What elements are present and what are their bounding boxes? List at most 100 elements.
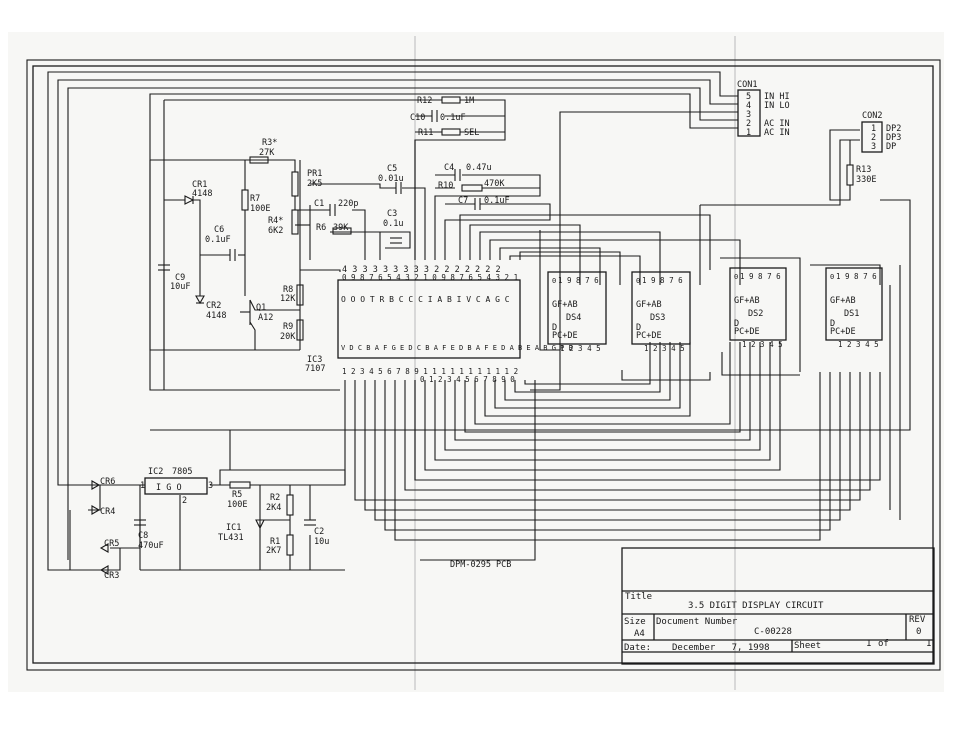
cr5-ref: CR5 <box>104 539 119 549</box>
resistor-r2-symbol <box>286 494 294 516</box>
con1-label: IN LO <box>764 101 790 111</box>
ds1-seg2: PC+DE <box>830 327 856 337</box>
q1-ref: Q1 <box>256 303 266 313</box>
diode-cr1-symbol <box>184 195 195 205</box>
c10-ref: C10 <box>410 113 425 123</box>
resistor-r9-symbol <box>296 319 304 341</box>
r13-value: 330E <box>856 175 876 185</box>
ds1-pin0: 0 <box>830 273 834 281</box>
ic2-pin-in: 1 <box>140 481 145 491</box>
con1-label: AC IN <box>764 128 790 138</box>
c3-ref: C3 <box>387 209 397 219</box>
display-ds4: 0 1 9 8 7 6 GF+AB DS4 D PC+DE 1 2 3 4 5 <box>552 276 601 353</box>
zener-ic1-symbol <box>255 519 265 530</box>
con2-body <box>861 121 883 153</box>
diode-cr4-symbol <box>91 505 101 515</box>
r1-value: 2K7 <box>266 546 281 556</box>
r8-ref: R8 <box>283 285 293 295</box>
display-ds3-body <box>631 271 691 345</box>
ds3-ref: DS3 <box>650 313 665 323</box>
sheet-number: 1 <box>866 639 871 649</box>
drawing-title: 3.5 DIGIT DISPLAY CIRCUIT <box>688 601 824 611</box>
ds4-dp: D <box>552 323 557 333</box>
diode-cr2-symbol <box>195 295 205 305</box>
ic3-bottom-pin-numbers-row2: 0 1 2 3 4 5 6 7 8 9 0 <box>420 375 515 384</box>
c6-ref: C6 <box>214 225 224 235</box>
resistor-r3-symbol <box>249 156 269 164</box>
resistor-r4-symbol <box>291 209 299 235</box>
resistor-r11-symbol <box>441 128 461 136</box>
r5-value: 100E <box>227 500 247 510</box>
ds2-dp: D <box>734 319 739 329</box>
sheet-of-label: of <box>878 639 889 649</box>
c7-value: 0.1uF <box>484 196 510 206</box>
c1-value: 220p <box>338 199 358 209</box>
con2-ref: CON2 <box>862 111 882 121</box>
ds2-top-pins: 1 9 8 7 6 <box>740 272 781 281</box>
con1-pin: 4 <box>746 101 751 111</box>
con1-pin: 2 <box>746 119 751 129</box>
r11-value: SEL <box>464 128 479 138</box>
text-labels: CON1 5 4 3 2 1 IN HI IN LO AC IN AC IN C… <box>100 80 931 653</box>
ds1-dp: D <box>830 319 835 329</box>
con1-ref: CON1 <box>737 80 757 90</box>
date-value: December 7, 1998 <box>672 643 770 653</box>
sheet-label: Sheet <box>794 641 821 651</box>
con1-pin: 3 <box>746 110 751 120</box>
r6-ref: R6 <box>316 223 326 233</box>
cr1-value: 4148 <box>192 189 212 199</box>
resistor-r6-symbol <box>332 227 352 235</box>
r9-ref: R9 <box>283 322 293 332</box>
con2-pin: 3 <box>871 142 876 152</box>
r13-ref: R13 <box>856 165 871 175</box>
r1-ref: R1 <box>270 537 280 547</box>
c6-value: 0.1uF <box>205 235 231 245</box>
date-label: Date: <box>624 643 651 653</box>
con2-label: DP2 <box>886 124 901 134</box>
r9-value: 20K <box>280 332 296 342</box>
ic2-pin-out: 3 <box>208 481 213 491</box>
ds1-top-pins: 1 9 8 7 6 <box>836 272 877 281</box>
resistor-r8-symbol <box>296 284 304 306</box>
drawing-border <box>32 65 934 664</box>
title-label: Title <box>625 592 652 602</box>
pcb-label: DPM-0295 PCB <box>450 560 511 570</box>
component-symbols <box>91 89 935 665</box>
ds2-bottom-pins: 1 2 3 4 5 <box>742 340 783 349</box>
pr1-ref: PR1 <box>307 169 322 179</box>
ds3-dp: D <box>636 323 641 333</box>
cr1-ref: CR1 <box>192 180 207 190</box>
c1-ref: C1 <box>314 199 324 209</box>
display-ds3: 0 1 9 8 7 6 GF+AB DS3 D PC+DE 1 2 3 4 5 <box>636 276 685 353</box>
ds1-ref: DS1 <box>844 309 859 319</box>
ic1-value: TL431 <box>218 533 244 543</box>
ic3-top-pin-names: O O O T R B C C C I A B I V C A G C <box>341 295 510 304</box>
con1-body <box>737 89 761 137</box>
c7-ref: C7 <box>458 196 468 206</box>
resistor-r13-symbol <box>846 164 854 186</box>
cr2-ref: CR2 <box>206 301 221 311</box>
ds2-seg1: GF+AB <box>734 296 760 306</box>
resistor-r7-symbol <box>241 189 249 211</box>
ds3-seg2: PC+DE <box>636 331 662 341</box>
c4-ref: C4 <box>444 163 454 173</box>
diode-cr6-symbol <box>91 480 101 490</box>
c10-value: 0.1uF <box>440 113 466 123</box>
con2-label: DP <box>886 142 896 152</box>
display-ds2-body <box>729 267 787 341</box>
outer-border <box>26 59 941 671</box>
ds4-seg2: PC+DE <box>552 331 578 341</box>
resistor-r1-symbol <box>286 534 294 556</box>
ic3-top-pin-numbers-row2: 0 9 8 7 6 5 4 3 2 1 0 9 8 7 6 5 4 3 2 1 <box>342 273 518 282</box>
r6-value: 39K <box>333 223 349 233</box>
r10-ref: R10 <box>438 181 453 191</box>
r3-value: 27K <box>259 148 275 158</box>
ds4-seg1: GF+AB <box>552 300 578 310</box>
ic3-bottom-pin-numbers: 1 2 3 4 5 6 7 8 9 1 1 1 1 1 1 1 1 1 1 2 <box>342 367 518 376</box>
ic2-7805-body <box>144 477 208 495</box>
c5-value: 0.01u <box>378 174 404 184</box>
ic2-body-text: I G O <box>156 483 182 493</box>
ds4-pin0: 0 <box>552 277 556 285</box>
con2-pin: 1 <box>871 124 876 134</box>
